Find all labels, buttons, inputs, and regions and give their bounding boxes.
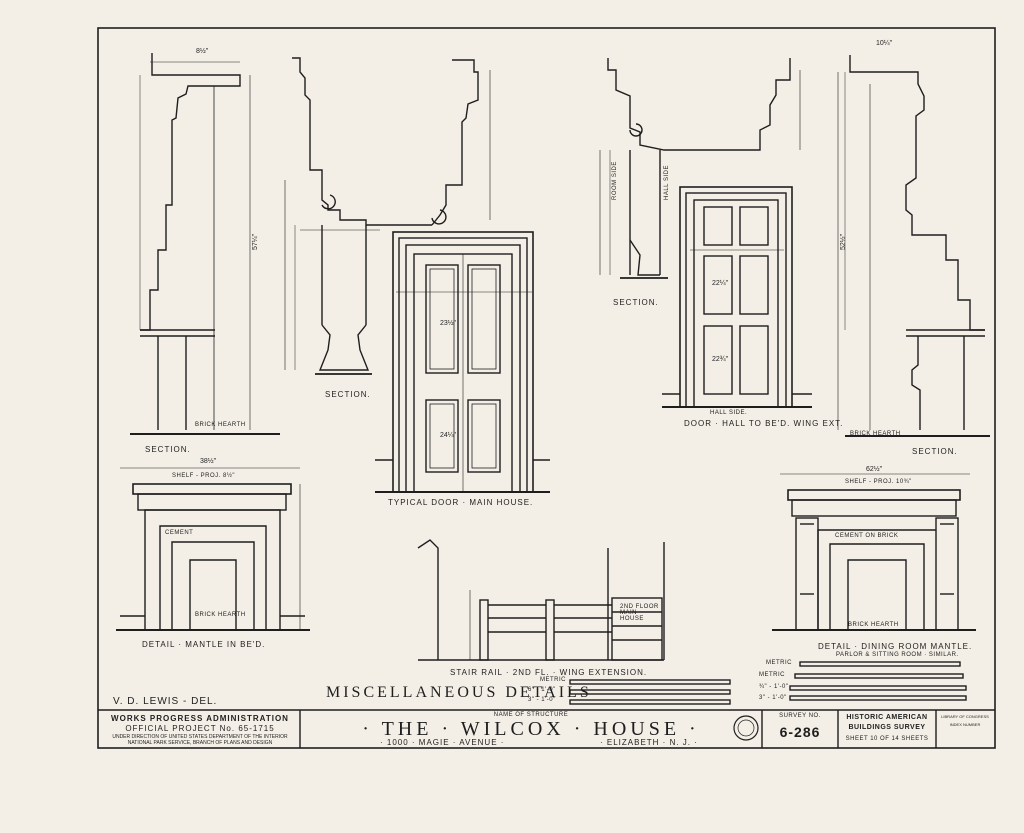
scale-metric-left: METRIC (540, 677, 566, 683)
typical-door-elevation (375, 231, 550, 493)
note-hall-side: HALL SIDE (664, 165, 670, 200)
dining-mantle-label: DETAIL · DINING ROOM MANTLE. (818, 642, 973, 651)
scale-row-right-2: ¾" - 1'-0" (759, 684, 789, 690)
dim-door-a: 23½" (440, 320, 457, 327)
wing-section-profile (599, 58, 801, 279)
note-second-floor: 2ND FLOOR MAIN HOUSE (620, 604, 659, 622)
graphic-scales (569, 661, 967, 705)
dept-line-1: UNDER DIRECTION OF UNITED STATES DEPARTM… (112, 734, 288, 740)
scale-metric-right: METRIC (766, 660, 792, 666)
loc-line-2: INDEX NUMBER (949, 722, 981, 727)
sheet-border (97, 27, 996, 749)
door-section-label: SECTION. (325, 390, 371, 399)
right-section-label: SECTION. (912, 447, 958, 456)
stair-rail-label: STAIR RAIL · 2ND FL. · WING EXTENSION. (450, 668, 648, 677)
note-cement: CEMENT (165, 530, 194, 536)
project-number: OFFICIAL PROJECT No. 65-1715 (125, 724, 275, 733)
stair-rail-elevation (417, 539, 665, 661)
survey-label: SURVEY NO. (779, 713, 821, 719)
typical-door-label: TYPICAL DOOR · MAIN HOUSE. (388, 498, 534, 507)
note-room-side: ROOM SIDE (612, 161, 618, 200)
dim-dining-width: 62½" (866, 466, 883, 473)
scale-row-2: 3" - 1'-0" (528, 697, 556, 703)
dept-line-2: NATIONAL PARK SERVICE, BRANCH OF PLANS A… (127, 740, 273, 746)
dim-right-height: 52½" (840, 233, 847, 250)
sheet-of: SHEET 10 OF 14 SHEETS (845, 736, 929, 742)
dim-top-right: 10¼" (876, 40, 893, 47)
mantle-section-label: SECTION. (145, 445, 191, 454)
right-section-profile (837, 55, 990, 437)
note-brick-hearth-right: BRICK HEARTH (850, 431, 901, 437)
dining-note: PARLOR & SITTING ROOM · SIMILAR. (836, 652, 959, 658)
wpa-heading: WORKS PROGRESS ADMINISTRATION (111, 714, 289, 723)
dining-mantle-elevation (772, 473, 976, 631)
scale-row-1: 6" - 1'-0" (528, 687, 556, 693)
bed-mantle-elevation (116, 467, 310, 631)
sheet-title: MISCELLANEOUS DETAILS (326, 684, 592, 701)
bed-mantle-label: DETAIL · MANTLE IN BE'D. (142, 640, 266, 649)
habs-line-2: BUILDINGS SURVEY (848, 724, 926, 731)
note-brick-hearth-left: BRICK HEARTH (195, 422, 246, 428)
scale-row-right-1: METRIC (759, 672, 785, 678)
seal-icon (733, 715, 759, 741)
dim-left-height: 57¼" (252, 233, 259, 250)
dim-door2-b: 22¾" (712, 356, 729, 363)
survey-number: 6-286 (779, 724, 821, 740)
scale-row-right-3: 3" - 1'-0" (759, 695, 787, 701)
structure-name-label: NAME OF STRUCTURE (493, 712, 569, 718)
dim-top-left: 8½" (196, 48, 209, 55)
dim-mantle-width: 38½" (200, 458, 217, 465)
note-brick-hearth-dining: BRICK HEARTH (848, 622, 899, 628)
hall-door-label: DOOR · HALL TO BE'D. WING EXT. (684, 419, 844, 428)
house-name: · THE · WILCOX · HOUSE · (362, 718, 700, 740)
note-brick-hearth-mantle: BRICK HEARTH (195, 612, 246, 618)
note-cement-brick: CEMENT ON BRICK (835, 533, 899, 539)
loc-line-1: LIBRARY OF CONGRESS (941, 714, 989, 719)
hall-door-elevation (662, 186, 812, 408)
wing-section-label: SECTION. (613, 298, 659, 307)
mantle-section-profile (130, 53, 280, 435)
address: · 1000 · MAGIE · AVENUE · (380, 738, 505, 747)
note-shelf-right: SHELF - PROJ. 10¾" (845, 479, 912, 485)
habs-line-1: HISTORIC AMERICAN (846, 714, 928, 721)
drawn-by: V. D. LEWIS - DEL. (113, 696, 218, 707)
hall-side-label: HALL SIDE. (710, 410, 748, 416)
dim-door-b: 24¼" (440, 432, 457, 439)
door-section-profile (284, 57, 491, 375)
dim-door2-a: 22¼" (712, 280, 729, 287)
note-shelf-left: SHELF - PROJ. 8½" (172, 473, 235, 479)
city: · ELIZABETH · N. J. · (600, 738, 698, 747)
